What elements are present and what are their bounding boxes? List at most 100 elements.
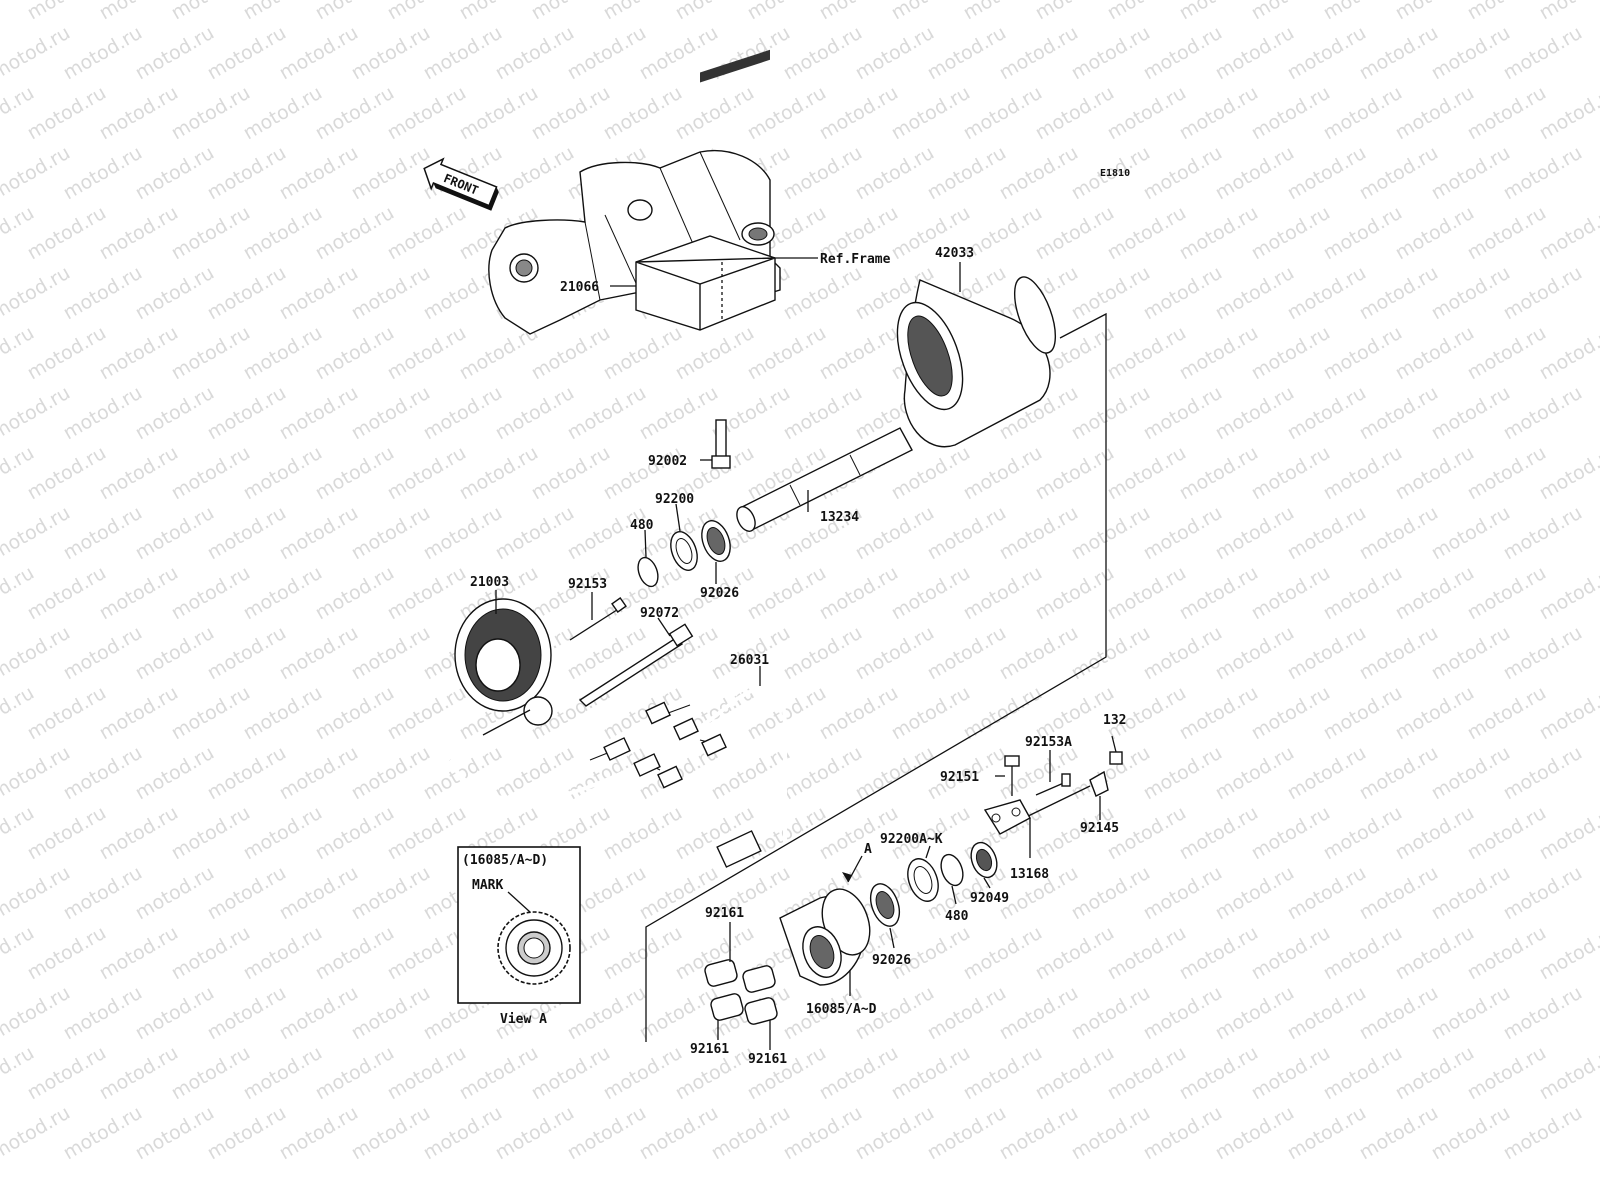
watermark-text: motod.ru bbox=[1176, 682, 1262, 745]
watermark-text: motod.ru bbox=[1176, 1042, 1262, 1105]
watermark-text: motod.ru bbox=[168, 442, 254, 505]
watermark-text: motod.ru bbox=[276, 622, 362, 685]
watermark-text: motod.ru bbox=[960, 1042, 1046, 1105]
watermark-text: motod.ru bbox=[600, 1042, 686, 1105]
watermark-text: motod.ru bbox=[204, 1102, 290, 1165]
watermark-text: motod.ru bbox=[1032, 922, 1118, 985]
watermark-text: motod.ru bbox=[24, 922, 110, 985]
watermark-text: motod.ru bbox=[492, 22, 578, 85]
watermark-text: motod.ru bbox=[96, 82, 182, 145]
view-a-box: (16085/A~D) MARK View A bbox=[457, 846, 581, 1027]
watermark-text: motod.ru bbox=[384, 82, 470, 145]
watermark-text: motod.ru bbox=[132, 22, 218, 85]
watermark-text: motod.ru bbox=[348, 382, 434, 445]
watermark-text: motod.ru bbox=[1140, 982, 1226, 1045]
watermark-text: motod.ru bbox=[1068, 382, 1154, 445]
label-480-top: 480 bbox=[630, 518, 654, 533]
watermark-text: motod.ru bbox=[24, 322, 110, 385]
watermark-text: motod.ru bbox=[1068, 622, 1154, 685]
watermark-text: motod.ru bbox=[1032, 202, 1118, 265]
watermark-text: motod.ru bbox=[312, 922, 398, 985]
watermark-text: motod.ru bbox=[780, 142, 866, 205]
watermark-text: motod.ru bbox=[24, 562, 110, 625]
watermark-text: motod.ru bbox=[60, 1102, 146, 1165]
washers-top: 92200 480 92026 bbox=[630, 492, 739, 601]
watermark-text: motod.ru bbox=[1356, 382, 1442, 445]
label-92145: 92145 bbox=[1080, 821, 1119, 836]
watermark-text: motod.ru bbox=[240, 1042, 326, 1105]
watermark-text: motod.ru bbox=[852, 142, 938, 205]
watermark-text: motod.ru bbox=[1104, 442, 1190, 505]
watermark-text: motod.ru bbox=[132, 982, 218, 1045]
watermark-text: motod.ru bbox=[1392, 802, 1478, 865]
part-92153-bolt: 92153 bbox=[568, 577, 627, 641]
watermark-text: motod.ru bbox=[1032, 1042, 1118, 1105]
watermark-text: motod.ru bbox=[312, 82, 398, 145]
watermark-text: motod.ru bbox=[312, 682, 398, 745]
watermark-text: motod.ru bbox=[24, 802, 110, 865]
watermark-text: motod.ru bbox=[1068, 502, 1154, 565]
label-26031: 26031 bbox=[730, 653, 769, 668]
watermark-text: motod.ru bbox=[672, 322, 758, 385]
watermark-text: motod.ru bbox=[1176, 202, 1262, 265]
watermark-text: motod.ru bbox=[1320, 802, 1406, 865]
watermark-text: motod.ru bbox=[1500, 982, 1586, 1045]
watermark-text: motod.ru bbox=[1356, 982, 1442, 1045]
label-92002: 92002 bbox=[648, 454, 687, 469]
watermark-text: motod.ru bbox=[996, 502, 1082, 565]
watermark-text: motod.ru bbox=[960, 82, 1046, 145]
watermark-text: motod.ru bbox=[1284, 262, 1370, 325]
watermark-text: motod.ru bbox=[492, 1102, 578, 1165]
watermark-text: motod.ru bbox=[1320, 82, 1406, 145]
watermark-text: motod.ru bbox=[132, 382, 218, 445]
watermark-text: motod.ru bbox=[1356, 262, 1442, 325]
watermark-text: motod.ru bbox=[1428, 622, 1514, 685]
watermark-text: motod.ru bbox=[96, 202, 182, 265]
watermark-text: motod.ru bbox=[312, 322, 398, 385]
watermark-text: motod.ru bbox=[1320, 442, 1406, 505]
watermark-text: motod.ru bbox=[60, 742, 146, 805]
watermark-text: motod.ru bbox=[708, 742, 794, 805]
watermark-text: motod.ru bbox=[1284, 502, 1370, 565]
watermark-text: motod.ru bbox=[168, 202, 254, 265]
watermark-text: motod.ru bbox=[1140, 142, 1226, 205]
watermark-text: motod.ru bbox=[1176, 562, 1262, 625]
watermark-text: motod.ru bbox=[60, 982, 146, 1045]
part-26031-harness: 26031 bbox=[448, 653, 787, 868]
watermark-text: motod.ru bbox=[1428, 382, 1514, 445]
watermark-text: motod.ru bbox=[384, 802, 470, 865]
watermark-text: motod.ru bbox=[996, 22, 1082, 85]
label-132: 132 bbox=[1103, 713, 1126, 728]
watermark-text: motod.ru bbox=[60, 142, 146, 205]
watermark-text: motod.ru bbox=[672, 82, 758, 145]
watermark-text: motod.ru bbox=[204, 622, 290, 685]
watermark-text: motod.ru bbox=[348, 22, 434, 85]
watermark-text: motod.ru bbox=[348, 862, 434, 925]
watermark-text: motod.ru bbox=[384, 1042, 470, 1105]
watermark-text: motod.ru bbox=[1500, 1102, 1586, 1165]
watermark-text: motod.ru bbox=[1068, 22, 1154, 85]
watermark-text: motod.ru bbox=[564, 622, 650, 685]
callout-a: A bbox=[864, 842, 872, 857]
watermark-text: motod.ru bbox=[1392, 322, 1478, 385]
watermark-text: motod.ru bbox=[1500, 502, 1586, 565]
watermark-text: motod.ru bbox=[564, 1102, 650, 1165]
watermark-text: motod.ru bbox=[276, 142, 362, 205]
watermark-text: motod.ru bbox=[96, 1042, 182, 1105]
watermark-text: motod.ru bbox=[1248, 562, 1334, 625]
watermark-text: motod.ru bbox=[1536, 682, 1600, 745]
watermark-text: motod.ru bbox=[168, 802, 254, 865]
watermark-text: motod.ru bbox=[780, 22, 866, 85]
watermark-text: motod.ru bbox=[276, 382, 362, 445]
label-92200AK: 92200A~K bbox=[880, 832, 943, 847]
watermark-text: motod.ru bbox=[60, 22, 146, 85]
front-arrow-icon: FRONT bbox=[423, 157, 499, 211]
watermark-text: motod.ru bbox=[240, 682, 326, 745]
watermark-text: motod.ru bbox=[852, 502, 938, 565]
watermark-text: motod.ru bbox=[240, 202, 326, 265]
watermark-text: motod.ru bbox=[456, 82, 542, 145]
label-16085: 16085/A~D bbox=[806, 1002, 877, 1017]
watermark-text: motod.ru bbox=[348, 1102, 434, 1165]
watermark-text: motod.ru bbox=[1140, 622, 1226, 685]
watermark-text: motod.ru bbox=[1284, 1102, 1370, 1165]
